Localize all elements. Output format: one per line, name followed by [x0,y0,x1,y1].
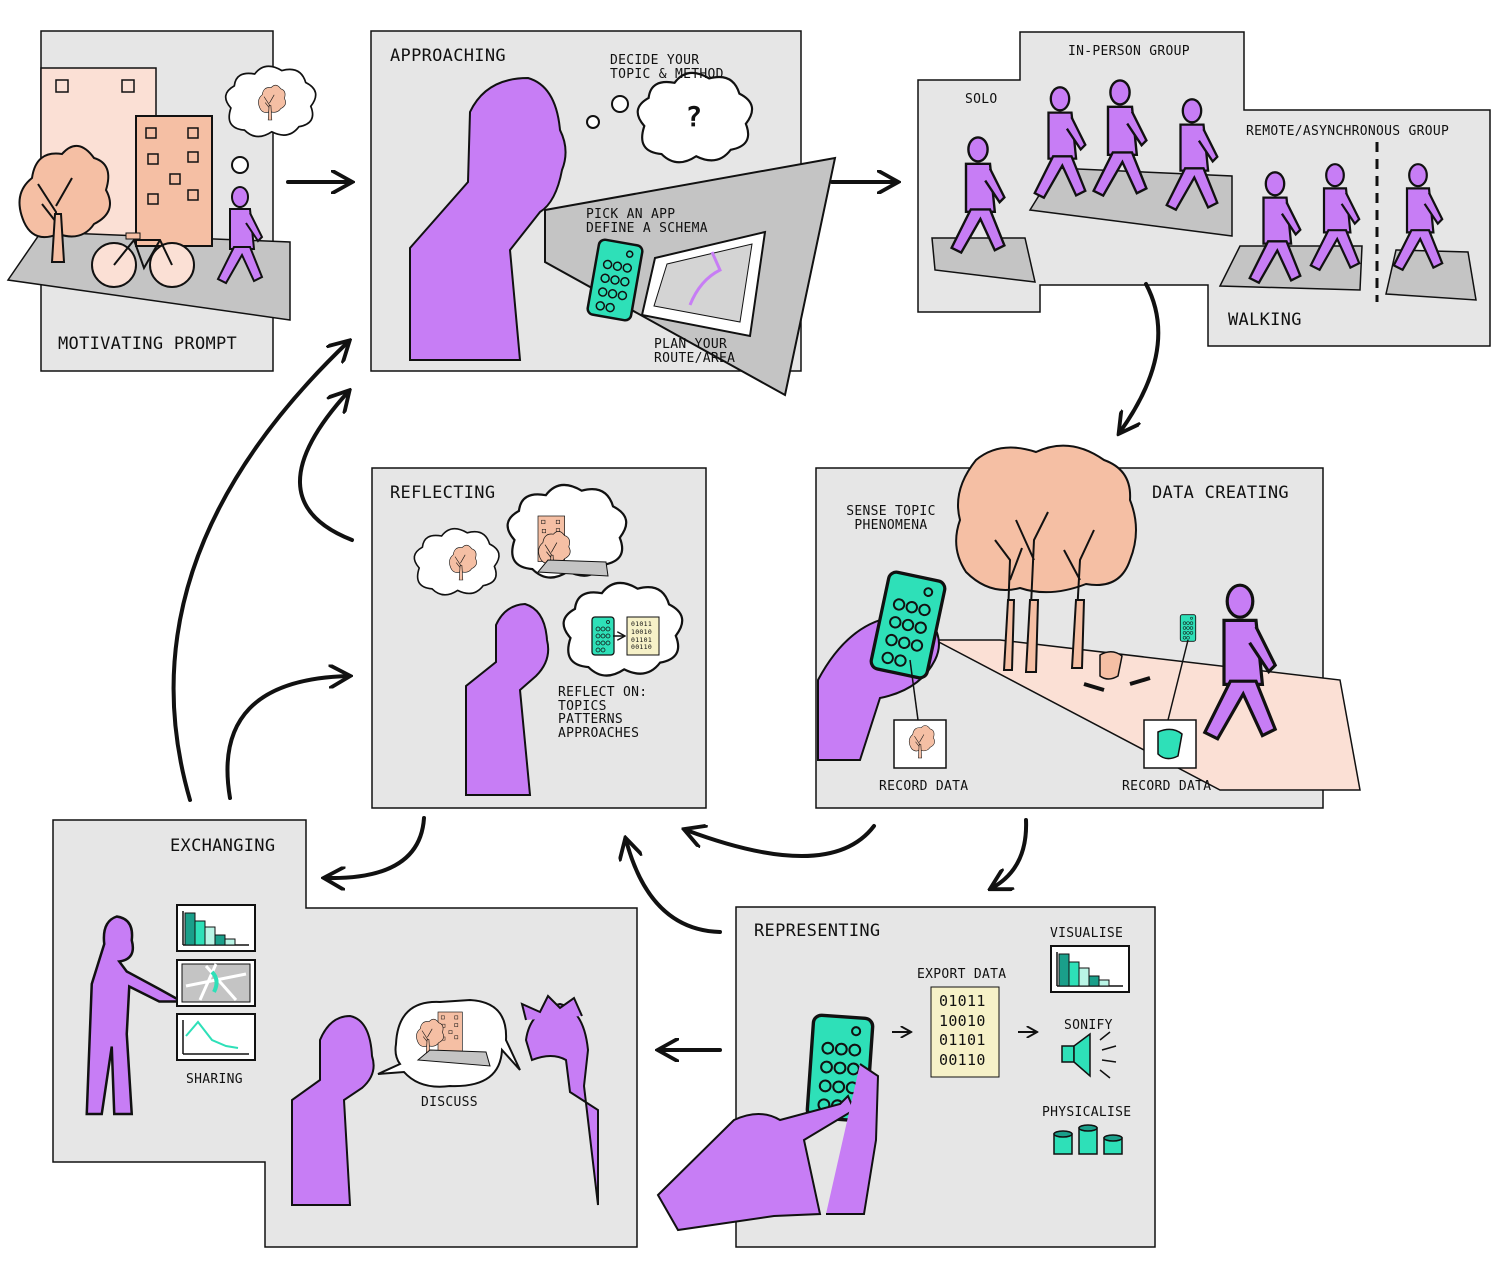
solo-label: SOLO [965,92,998,107]
hand-icon [826,1063,880,1215]
ground [6,231,291,321]
person-head-icon [291,1014,375,1206]
line-chart-icon [176,1013,256,1061]
sense-phenomena-label: SENSE TOPIC PHENOMENA [846,504,936,533]
map-icon [640,230,767,338]
litter-icon [1157,728,1183,760]
motivating-prompt-panel [6,30,317,372]
person-head-icon [524,1002,599,1206]
record-data-label: RECORD DATA [879,779,969,794]
record-data-label: RECORD DATA [1122,779,1212,794]
phone-icon [591,616,615,656]
physicalise-label: PHYSICALISE [1042,1105,1132,1120]
bicycle-icon [91,232,195,288]
map-icon [176,959,256,1007]
representing-title: REPRESENTING [754,921,881,941]
reflecting-title: REFLECTING [390,483,496,503]
arrow-icon [686,826,876,859]
cylinder-icon [1053,1124,1123,1155]
person-icon [85,915,187,1116]
data-creating-title: DATA CREATING [1152,483,1289,503]
in-person-group-label: IN-PERSON GROUP [1068,44,1190,59]
speaker-icon [1061,1031,1117,1079]
decide-topic-label: DECIDE YOUR TOPIC & METHOD [610,53,724,82]
remote-group-label: REMOTE/ASYNCHRONOUS GROUP [1246,124,1450,139]
arrow-icon [298,392,354,542]
binary-data-text: 01011 10010 01101 00110 [631,620,653,652]
sonify-label: SONIFY [1064,1018,1113,1033]
arrow-icon [326,816,426,878]
reflecting-panel [371,467,707,809]
bar-chart-icon [176,904,256,952]
arrow-icon [171,342,348,802]
walking-title: WALKING [1228,310,1302,330]
phone-icon [1179,614,1197,642]
thought-bubble-icon [562,581,684,677]
building-icon [135,115,213,247]
arrow-icon [225,676,348,800]
arrow-icon [626,840,722,934]
binary-data-box [626,616,660,656]
question-mark-icon: ? [685,100,703,133]
flow-arrows [171,182,1161,1050]
binary-data-text: 01011 10010 01101 00110 [939,992,986,1069]
exchanging-title: EXCHANGING [170,836,276,856]
hand-icon [656,1094,856,1232]
binary-data-box [930,986,1000,1078]
record-card [1143,719,1197,769]
visualise-label: VISUALISE [1050,926,1124,941]
tree-canopy [955,444,1137,594]
bar-chart-icon [1050,945,1130,993]
walking-panel [917,31,1491,347]
data-creating-panel [815,444,1361,809]
thought-bubble-icon [231,156,249,174]
person-head-icon [409,76,567,361]
representing-panel [656,906,1156,1248]
approaching-panel [370,30,837,397]
reflect-on-label: REFLECT ON: TOPICS PATTERNS APPROACHES [558,685,648,741]
arrow-icon [1120,282,1161,432]
plan-route-label: PLAN YOUR ROUTE/AREA [654,337,736,366]
approaching-title: APPROACHING [390,46,506,66]
export-data-label: EXPORT DATA [917,967,1007,982]
motivating-prompt-label: MOTIVATING PROMPT [58,334,238,354]
pick-app-label: PICK AN APP DEFINE A SCHEMA [586,207,708,236]
person-head-icon [465,602,550,796]
litter-icon [1083,651,1151,692]
discuss-label: DISCUSS [421,1095,478,1110]
sharing-label: SHARING [186,1072,243,1087]
arrow-icon [992,818,1029,888]
exchanging-panel [52,819,638,1248]
